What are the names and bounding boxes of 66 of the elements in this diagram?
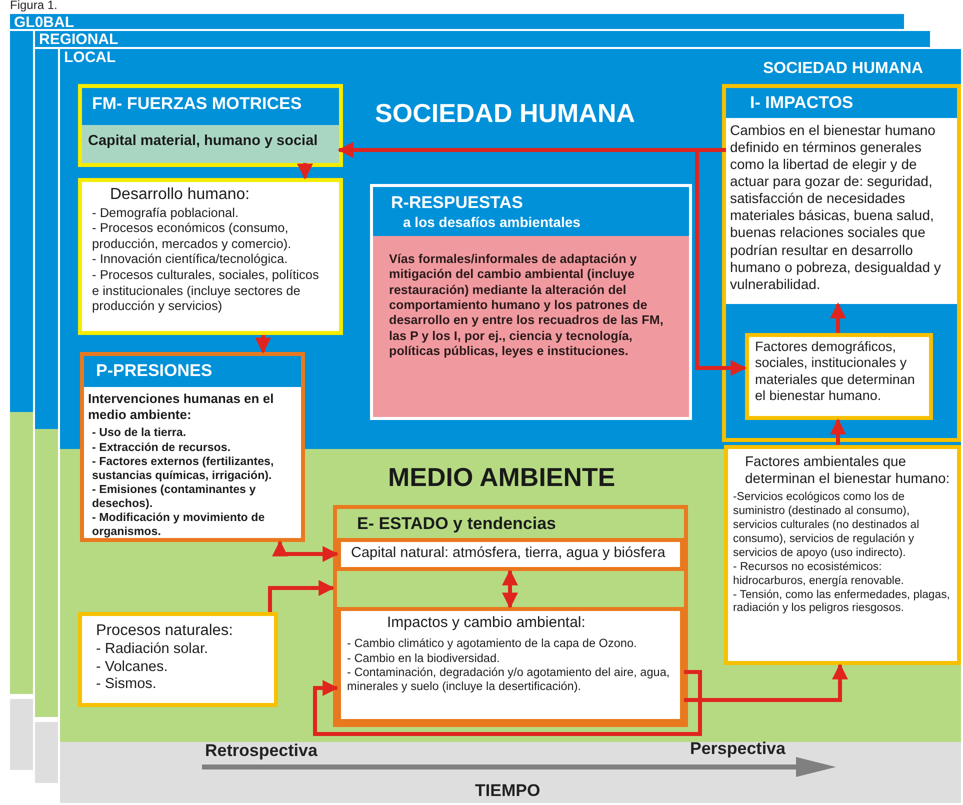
list-item: - Modificación y movimiento de organismos.	[91, 511, 266, 540]
arrow	[684, 663, 848, 702]
state-box	[333, 505, 688, 727]
impacts-body	[726, 118, 957, 304]
panel-title: REGIONAL	[38, 31, 120, 50]
capital-band	[82, 125, 339, 163]
box-heading: E- ESTADO y tendencias	[356, 513, 558, 535]
box-heading: R-RESPUESTAS	[373, 187, 689, 214]
arrow	[313, 670, 702, 736]
list-item: - Factores externos (fertilizantes, sustancias químicas, irrigación).	[91, 454, 275, 484]
section-heading: SOCIEDAD HUMANA	[375, 98, 635, 129]
list-item: - Cambio climático y agotamiento de la capa de Ozono.	[347, 636, 638, 651]
axis-label: TIEMPO	[475, 781, 540, 801]
section-heading: SOCIEDAD HUMANA	[763, 60, 923, 78]
list-item: - Uso de la tierra.	[91, 426, 188, 441]
arrow	[272, 540, 339, 562]
driving-forces-box	[78, 84, 343, 167]
body-text: Vías formales/informales de adaptación y mitigación del cambio ambiental (incluye restauración) mediante la alteración del comportamiento humano y los patrones de desarrollo en y entre los recuadros de las FM, las P y los I, por ej., ciencia y tecnología, políticas públicas, leyes e instituciones.	[373, 236, 689, 417]
natural-processes-box	[78, 612, 278, 707]
scale-panel	[33, 29, 932, 49]
body-text: Intervenciones humanas en el medio ambiente:	[87, 390, 275, 424]
arrow	[255, 335, 271, 354]
list-item: - Sismos.	[96, 676, 158, 694]
box-heading: Desarrollo humano:	[109, 185, 251, 205]
list-item: - Procesos económicos (consumo, producción, mercados y comercio).	[92, 220, 292, 252]
list-item: - Cambio en la biodiversidad.	[347, 650, 501, 666]
environment-factor-box	[724, 445, 961, 665]
box-heading: I- IMPACTOS	[749, 92, 854, 114]
list-item: -Servicios ecológicos como los de suministro (destinado al consumo), servicios culturales (no destinados al consumo), servicios de regulación y servicios de apoyo (uso indirecto).	[733, 491, 920, 561]
scale-panel	[58, 47, 963, 805]
responses-box	[370, 184, 692, 420]
box-subheading: a los desafíos ambientales	[373, 214, 689, 236]
list-item: - Innovación científica/tecnológica.	[92, 251, 289, 267]
list-item: - Recursos no ecosistémicos: hidrocarburos, energía renovable.	[733, 560, 905, 588]
box-heading: Procesos naturales:	[96, 622, 234, 641]
band-text: Capital natural: atmósfera, tierra, agua y biósfera	[351, 545, 666, 563]
arrow	[695, 148, 747, 376]
band-text: Capital material, humano y social	[88, 133, 319, 151]
impacts-box	[722, 84, 961, 442]
list-item: - Demografía poblacional.	[92, 204, 240, 220]
panel-title: GL0BAL	[13, 14, 75, 32]
pressures-box	[80, 352, 305, 542]
axis-label: Perspectiva	[690, 739, 786, 759]
factor-box	[745, 333, 933, 420]
development-box	[78, 178, 343, 335]
body-text: Factores demográficos, sociales, institucionales y materiales que determinan el bienestar humano.	[755, 339, 916, 405]
arrow	[268, 580, 335, 612]
arrow	[830, 418, 846, 445]
figure-title: Figura 1.	[10, 0, 58, 11]
box-heading: FM- FUERZAS MOTRICES	[91, 93, 303, 115]
section-heading: MEDIO AMBIENTE	[388, 462, 616, 493]
box-heading: P-PRESIONES	[84, 356, 301, 387]
list-item: - Extracción de recursos.	[91, 440, 232, 455]
box-heading: Factores ambientales que determinan el bienestar humano:	[744, 453, 951, 488]
list-item: - Volcanes.	[96, 658, 169, 676]
arrow	[502, 569, 518, 609]
arrow	[297, 163, 313, 180]
list-item: - Procesos culturales, sociales, políticos e institucionales (incluye sectores de producción y servicios)	[92, 266, 320, 314]
list-item: - Emisiones (contaminantes y desechos).	[91, 483, 257, 512]
list-item: - Tensión, como las enfermedades, plagas, radiación y los peligros riesgosos.	[733, 588, 951, 616]
list-item: - Radiación solar.	[96, 640, 210, 659]
axis-label: Retrospectiva	[205, 741, 318, 761]
list-item: - Contaminación, degradación y/o agotamiento del aire, agua, minerales y suelo (incluye la desertificación).	[347, 665, 671, 694]
arrow	[830, 302, 846, 333]
body-text: Cambios en el bienestar humano definido en términos generales como la libertad de elegir y de actuar para gozar de: seguridad, satisfacción de necesidades materiales básicas, buena salud, buenas relaciones sociales que podrían resultar en desarrollo humano o pobreza, desigualdad y vulnerabilidad.	[730, 122, 942, 293]
box-heading: Impactos y cambio ambiental:	[386, 614, 586, 633]
